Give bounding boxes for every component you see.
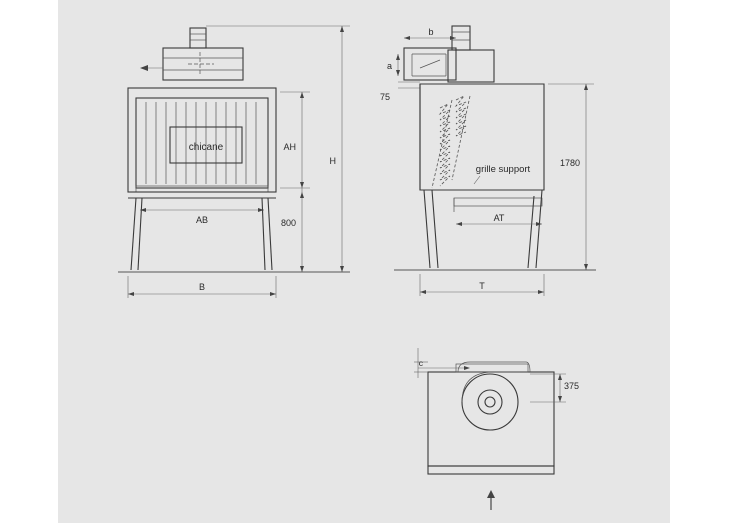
dim-800: 800 [281, 218, 296, 228]
chicane-plate [169, 126, 243, 164]
dim-h: H [330, 156, 337, 166]
dim-t-depth: T [479, 281, 485, 291]
grille-support-label: grille support [476, 164, 531, 175]
front-view: chicane AB B AH 800 [118, 25, 350, 298]
dim-375: 375 [564, 381, 579, 391]
front-fan-housing [162, 47, 244, 81]
filter-slats [145, 102, 257, 184]
side-fan-housing [447, 49, 495, 83]
side-view: b a 75 grille support [380, 25, 596, 296]
dim-ab: AB [196, 215, 208, 225]
dim-1780: 1780 [560, 158, 580, 168]
exhaust-arrow-icon [140, 65, 148, 71]
dim-75: 75 [380, 92, 390, 102]
side-filter-grille [431, 95, 471, 189]
top-view: c 375 [414, 348, 579, 510]
dim-ah: AH [283, 142, 296, 152]
dim-a: a [387, 61, 392, 71]
dim-b: b [428, 27, 433, 37]
fan-hub [477, 389, 503, 415]
chicane-label: chicane [189, 142, 224, 153]
outlet-duct [403, 47, 457, 81]
dim-at: AT [494, 213, 505, 223]
front-opening [135, 97, 269, 189]
view-direction-arrow-icon [487, 490, 495, 498]
paper-background [58, 0, 670, 523]
dim-c: c [419, 358, 424, 368]
dim-b-width: B [199, 282, 205, 292]
